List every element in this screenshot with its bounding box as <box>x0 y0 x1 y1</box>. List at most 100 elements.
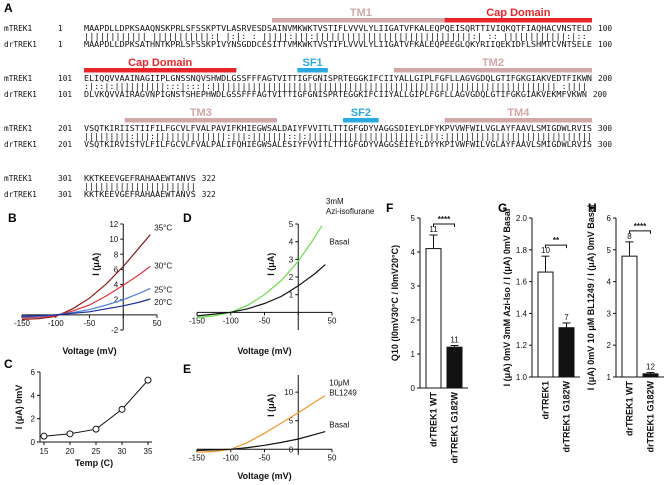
sequence-start: 301 <box>58 190 72 199</box>
sequence-end: 300 <box>598 140 612 149</box>
significance-label: **** <box>438 215 451 224</box>
y-tick-label: 1.2 <box>516 341 528 350</box>
x-axis-label: Temp (C) <box>75 458 113 468</box>
y-tick-label: 4 <box>114 281 119 290</box>
sequence-name: mTREK1 <box>4 74 32 83</box>
sequence-name: mTREK1 <box>4 124 32 133</box>
significance-label: ** <box>553 236 560 245</box>
x-axis-label: Voltage (mV) <box>62 346 116 356</box>
sequence-end: 322 <box>202 190 216 199</box>
sequence-text: KKTKEEVGEFRAHAAEWTANVS <box>84 190 196 199</box>
series-line <box>196 225 323 319</box>
panel-label: C <box>4 357 13 371</box>
category-label: drTREK1 <box>541 381 551 420</box>
sequence-text: VSQTKIRVISTVLFILFGCVLFVALPALIFQHIEGWSALE… <box>84 140 592 149</box>
series-line <box>196 431 326 451</box>
y-tick-label: 1 <box>607 373 612 382</box>
y-tick-label: 5 <box>289 417 294 426</box>
series-label: Basal <box>329 238 349 247</box>
y-tick-label: 5 <box>607 246 612 255</box>
data-point <box>66 430 74 438</box>
y-axis-label: I (μA) 0mV <box>14 385 24 430</box>
x-tick-label: -100 <box>48 319 65 328</box>
y-tick-label: 4 <box>289 238 294 247</box>
x-tick-label: -50 <box>84 319 96 328</box>
data-point <box>92 425 100 433</box>
x-tick-label: 30 <box>118 447 127 456</box>
panel-label: D <box>183 211 192 225</box>
x-axis-label: Voltage (mV) <box>237 471 291 481</box>
y-tick-label: 1 <box>289 291 294 300</box>
sequence-name: drTREK1 <box>4 140 37 149</box>
panel-label: H <box>588 201 597 215</box>
sequence-text: |||||||||||||||||||||| <box>84 182 196 191</box>
y-axis-label: Q10 (I0mV30°C / I0mV20°C) <box>390 245 400 361</box>
n-label: 8 <box>627 232 632 241</box>
y-axis-label: I (μA) 0mV 10 μM BL1249 / I (μA) 0mV Bas… <box>586 205 596 391</box>
y-tick-label: 2 <box>114 296 119 305</box>
y-tick-label: 2 <box>607 341 612 350</box>
y-tick-label: 3 <box>411 282 416 291</box>
significance-bracket <box>545 244 567 249</box>
n-label: 10 <box>541 246 550 255</box>
domain-bar-tm <box>444 118 592 123</box>
sequence-end: 100 <box>598 40 612 49</box>
x-tick-label: 50 <box>328 316 337 325</box>
bar <box>537 271 554 378</box>
sequence-name: drTREK1 <box>4 40 37 49</box>
domain-label: SF2 <box>351 107 371 119</box>
x-axis-label: Voltage (mV) <box>237 346 291 356</box>
y-tick-label: 0 <box>289 445 294 454</box>
significance-bracket <box>629 230 651 234</box>
sequence-start: 1 <box>58 40 63 49</box>
y-tick-label: 6 <box>31 368 36 377</box>
x-tick-label: -100 <box>223 453 240 462</box>
sequence-start: 301 <box>58 174 72 183</box>
n-label: 11 <box>450 336 459 345</box>
bar <box>642 373 659 378</box>
y-tick-label: 1.8 <box>516 246 528 255</box>
sequence-text: DLVKQVVAIRAGVNPIGNSTSHEPHWDLGSSFFFAGTVIT… <box>84 90 587 99</box>
category-label: drTREK1 WT <box>625 381 635 437</box>
domain-bar-cap <box>444 18 592 23</box>
sequence-text: |||||||||||| |||||||||||:| |:|: : |||||:… <box>84 32 587 41</box>
x-tick-label: 35 <box>144 447 153 456</box>
series-label: 3mM <box>326 197 344 206</box>
bar <box>558 327 575 378</box>
data-point <box>40 432 48 440</box>
sequence-name: mTREK1 <box>4 24 32 33</box>
sequence-end: 300 <box>598 124 612 133</box>
sequence-text: MAAPDLLDPKSATHNTKPRLSFSSKPIVYNSGDDCESITT… <box>84 40 592 49</box>
y-tick-label: 1 <box>411 350 416 359</box>
domain-bar-tm <box>124 118 278 123</box>
series-line <box>21 298 151 317</box>
category-label: drTREK1 G182W <box>646 381 656 453</box>
series-label: 30°C <box>154 261 172 270</box>
domain-bar-tm <box>393 68 592 73</box>
series-label: Azi-isoflurane <box>326 207 375 216</box>
x-tick-label: -50 <box>259 316 271 325</box>
x-tick-label: -50 <box>259 453 271 462</box>
n-label: 7 <box>564 313 569 322</box>
y-tick-label: 10 <box>284 388 293 397</box>
y-tick-label: 12 <box>109 220 118 229</box>
domain-bar-tm <box>271 18 450 23</box>
domain-label: Cap Domain <box>128 57 192 69</box>
series-line <box>21 265 151 319</box>
panel-a-label: A <box>4 1 13 15</box>
x-tick-label: -150 <box>189 316 206 325</box>
domain-label: TM2 <box>482 57 504 69</box>
sequence-text: MAAPDLLDPKSAAQNSKPRLSFSSKPTVLASRVESDSAIN… <box>84 24 592 33</box>
bar <box>425 248 442 389</box>
data-point <box>144 376 152 384</box>
y-tick-label: 5 <box>411 214 416 223</box>
sequence-end: 200 <box>598 74 612 83</box>
